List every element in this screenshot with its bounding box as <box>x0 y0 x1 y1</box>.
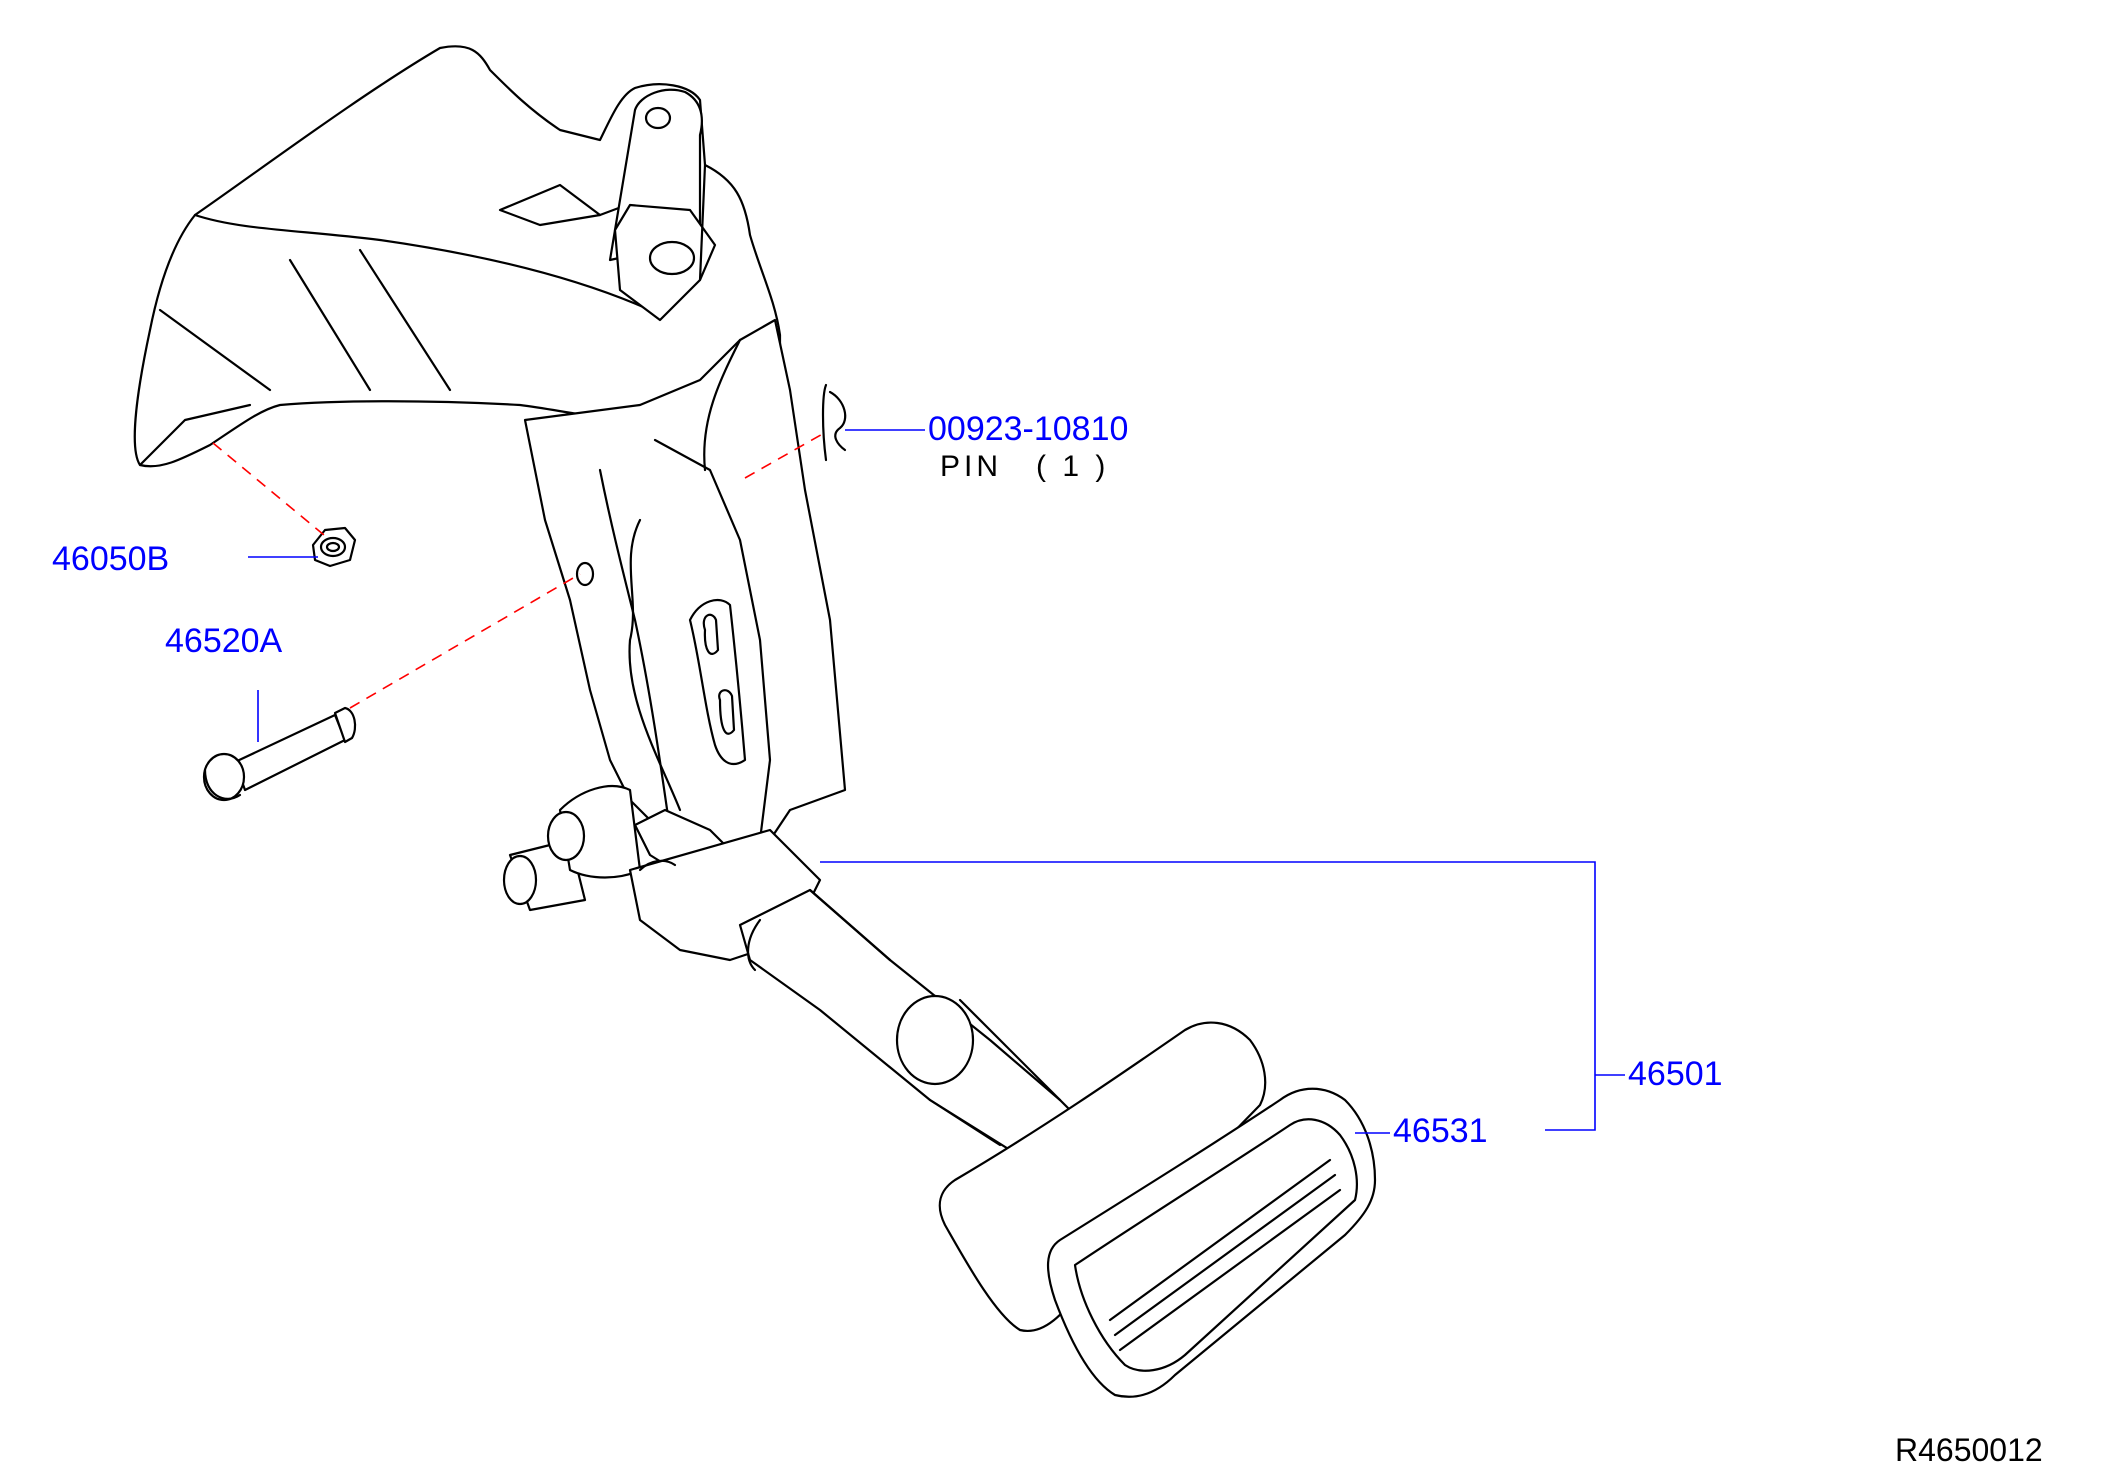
nut-part-number: 46050B <box>52 540 170 578</box>
lower-arm <box>738 888 1082 1152</box>
pedal-pad-rubber <box>1046 1087 1377 1398</box>
assembly-lines <box>212 431 827 709</box>
leader-lines <box>248 429 1625 1134</box>
flange-nut <box>311 526 357 568</box>
pin-quantity: ( 1 ) <box>1036 450 1110 483</box>
pin-part-number: 00923-10810 <box>928 410 1129 448</box>
assembly-part-number: 46501 <box>1628 1055 1723 1093</box>
pad-part-number: 46531 <box>1393 1112 1488 1150</box>
pivot-bolt <box>202 706 357 802</box>
clip-pin <box>821 383 847 462</box>
diagram-reference: R4650012 <box>1895 1432 2043 1468</box>
pin-description: PIN <box>940 450 1003 483</box>
pedal-pad-back <box>938 1021 1267 1333</box>
pedal-bracket <box>133 45 782 482</box>
bolt-part-number: 46520A <box>165 622 283 660</box>
